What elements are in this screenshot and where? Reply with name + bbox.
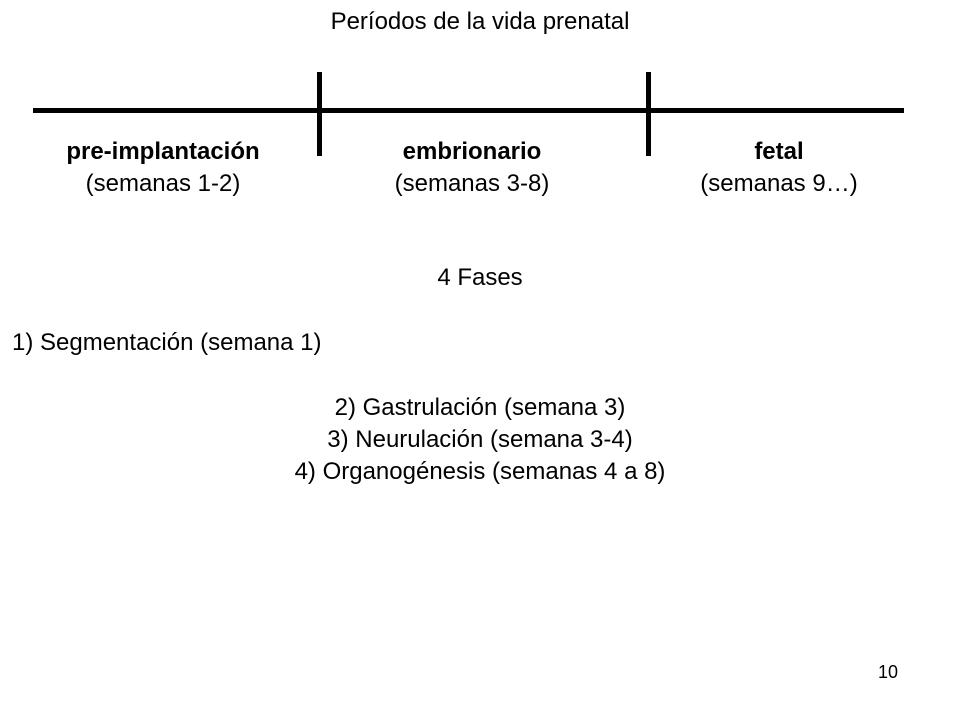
period-name: pre-implantación (66, 138, 260, 165)
period-name: embrionario (402, 138, 542, 165)
page-title: Períodos de la vida prenatal (330, 8, 630, 35)
period-range: (semanas 9…) (700, 170, 858, 197)
period-pre-implantation: pre-implantación (semanas 1-2) (33, 136, 293, 200)
phase-item-3: 3) Neurulación (semana 3-4) (327, 426, 633, 453)
page-number: 10 (877, 662, 898, 682)
timeline-line (33, 108, 904, 113)
timeline-divider-2 (646, 72, 651, 156)
phase-item-1: 1) Segmentación (semana 1) (12, 329, 322, 356)
phases-title: 4 Fases (437, 264, 523, 291)
period-range: (semanas 1-2) (85, 170, 241, 197)
period-fetal: fetal (semanas 9…) (649, 136, 909, 200)
period-embryonic: embrionario (semanas 3-8) (342, 136, 602, 200)
period-name: fetal (754, 138, 804, 165)
period-range: (semanas 3-8) (394, 170, 550, 197)
timeline-divider-1 (317, 72, 322, 156)
phase-item-2: 2) Gastrulación (semana 3) (334, 394, 626, 421)
phase-item-4: 4) Organogénesis (semanas 4 a 8) (294, 458, 666, 485)
